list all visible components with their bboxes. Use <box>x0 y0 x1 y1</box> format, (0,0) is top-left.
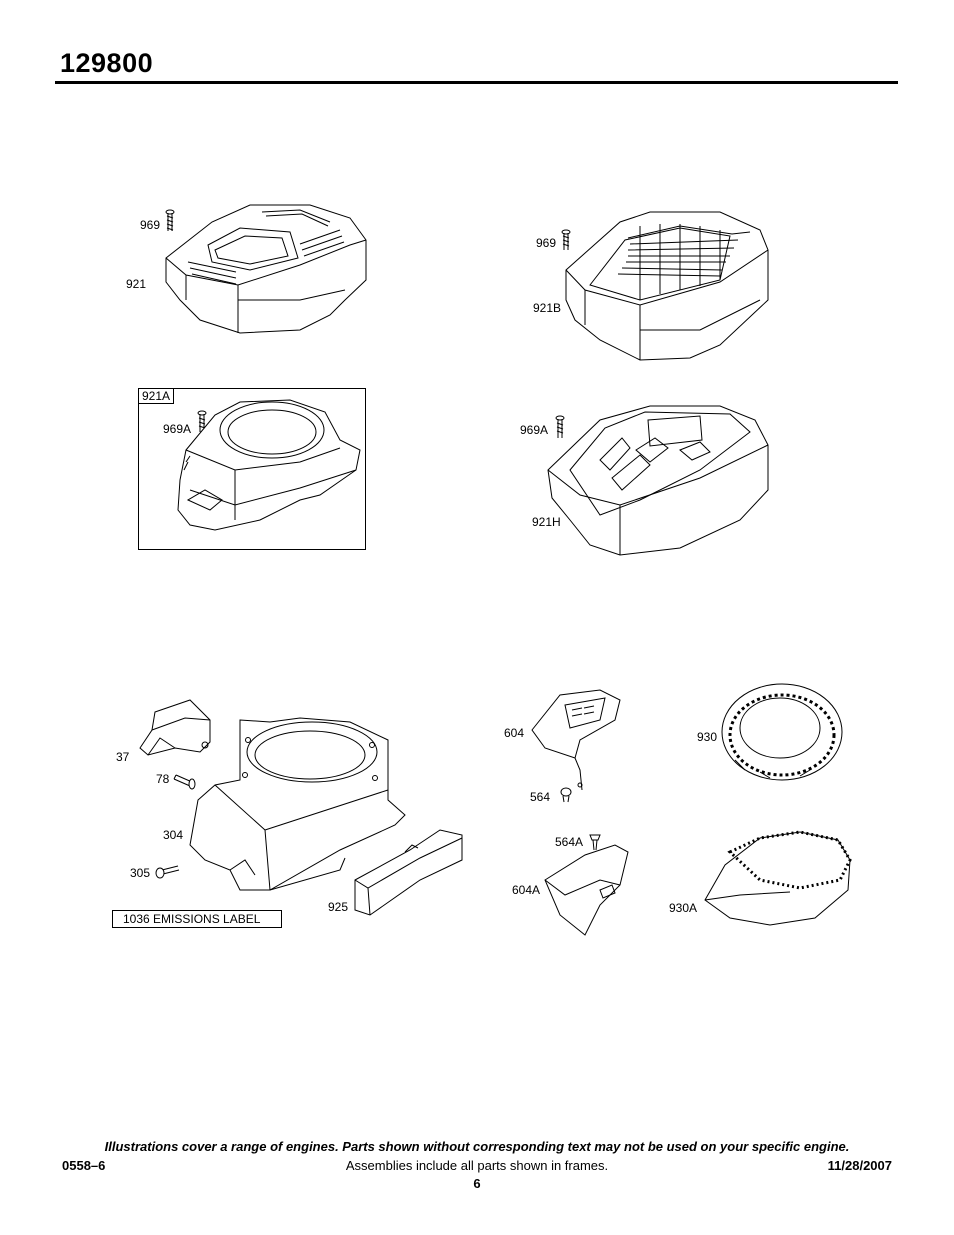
bolt-305-icon <box>155 865 180 879</box>
blower-housing-304-icon <box>189 717 406 891</box>
doc-date: 11/28/2007 <box>827 1158 892 1173</box>
doc-code: 0558–6 <box>62 1158 106 1173</box>
screw-564A-icon <box>589 834 601 851</box>
emissions-label: 1036 EMISSIONS LABEL <box>112 910 282 928</box>
callout-304: 304 <box>163 828 184 842</box>
callout-925: 925 <box>328 900 349 914</box>
baffle-604-icon <box>531 689 621 791</box>
callout-921B: 921B <box>533 301 562 315</box>
rotating-screen-930-icon <box>721 683 843 781</box>
callout-305: 305 <box>130 866 151 880</box>
page-number: 6 <box>473 1176 481 1191</box>
guard-925-icon <box>354 829 463 916</box>
screw-969-icon <box>165 209 175 231</box>
callout-604A: 604A <box>512 883 541 897</box>
callout-969: 969 <box>140 218 161 232</box>
callout-37: 37 <box>116 750 130 764</box>
frame-tag-921A: 921A <box>138 388 175 404</box>
blower-housing-921A-icon <box>177 399 361 531</box>
callout-930: 930 <box>697 730 718 744</box>
assembly-frame-921A <box>138 388 366 550</box>
callout-930A: 930A <box>669 901 698 915</box>
screw-564-icon <box>560 787 572 803</box>
baffle-604A-icon <box>544 844 629 936</box>
callout-78: 78 <box>156 772 170 786</box>
blower-housing-921-icon <box>165 204 367 334</box>
callout-969A-left: 969A <box>163 422 192 436</box>
rotating-screen-930A-icon <box>704 830 852 926</box>
title-rule <box>55 81 898 84</box>
callout-969A-right: 969A <box>520 423 549 437</box>
blower-housing-921B-icon <box>565 211 769 361</box>
screw-969-right-icon <box>561 229 571 250</box>
callout-921: 921 <box>126 277 147 291</box>
page-title: 129800 <box>60 48 154 78</box>
footer-note: Illustrations cover a range of engines. … <box>104 1139 850 1154</box>
bolt-78-icon <box>173 774 196 790</box>
baffle-37-icon <box>139 699 211 756</box>
callout-921H: 921H <box>532 515 561 529</box>
blower-housing-921H-icon <box>547 405 769 556</box>
callout-564A: 564A <box>555 835 584 849</box>
screw-969A-right-icon <box>555 415 565 438</box>
callout-564: 564 <box>530 790 551 804</box>
callout-969-right: 969 <box>536 236 557 250</box>
assemblies-note: Assemblies include all parts shown in fr… <box>345 1158 609 1173</box>
callout-604: 604 <box>504 726 525 740</box>
